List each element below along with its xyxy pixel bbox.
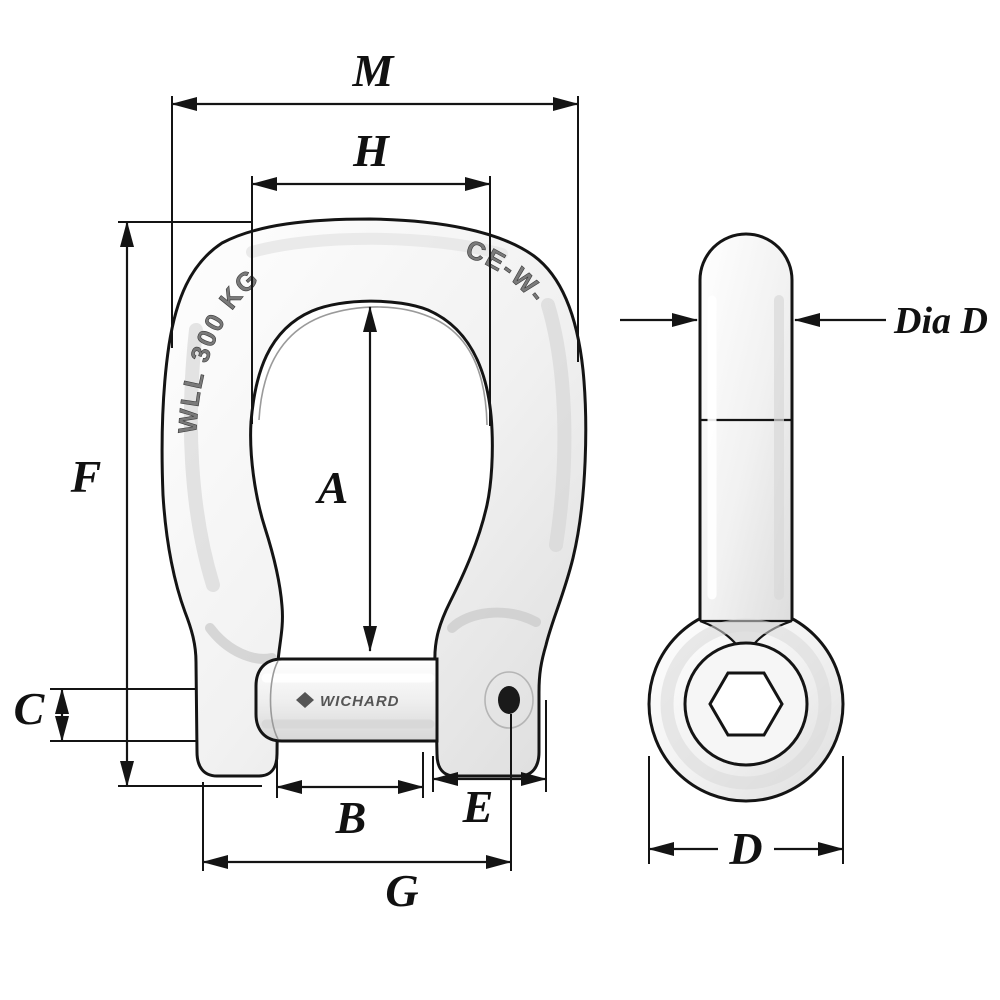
dim-label-dia-d: Dia D — [893, 300, 988, 342]
shackle-body — [160, 217, 588, 778]
dim-label-f: F — [70, 451, 102, 502]
dimension-e: E — [432, 700, 547, 832]
dimension-b: B — [276, 752, 424, 843]
dim-label-g: G — [385, 865, 418, 916]
front-shading — [183, 232, 572, 664]
dimensions: M H A F C B — [14, 45, 988, 916]
hex-socket-side — [708, 671, 784, 737]
dim-label-b: B — [335, 792, 367, 843]
brand-diamond-icon — [296, 692, 314, 708]
shackle-pin: WICHARD — [254, 657, 439, 743]
dim-label-d: D — [728, 823, 762, 874]
eye-ring-shade — [660, 618, 832, 790]
dimension-a: A — [315, 306, 377, 652]
hex-socket-front — [484, 671, 534, 729]
dimension-dia-d: Dia D — [620, 300, 988, 342]
dimension-c: C — [14, 683, 196, 742]
dimension-g: G — [202, 714, 512, 916]
dimension-f: F — [70, 221, 262, 787]
dim-label-m: M — [352, 45, 396, 96]
side-shank — [698, 232, 794, 621]
dim-label-h: H — [352, 125, 390, 176]
dim-label-c: C — [14, 683, 46, 734]
dim-label-e: E — [462, 781, 494, 832]
side-view — [647, 232, 845, 803]
dimension-m: M — [171, 45, 579, 362]
dimension-d: D — [648, 756, 844, 874]
front-view: WLL 300 KG CE-W- WICHARD — [160, 217, 588, 778]
pin-brand-marking: WICHARD — [320, 693, 400, 710]
dim-label-a: A — [315, 462, 349, 513]
dimension-h: H — [251, 125, 491, 426]
